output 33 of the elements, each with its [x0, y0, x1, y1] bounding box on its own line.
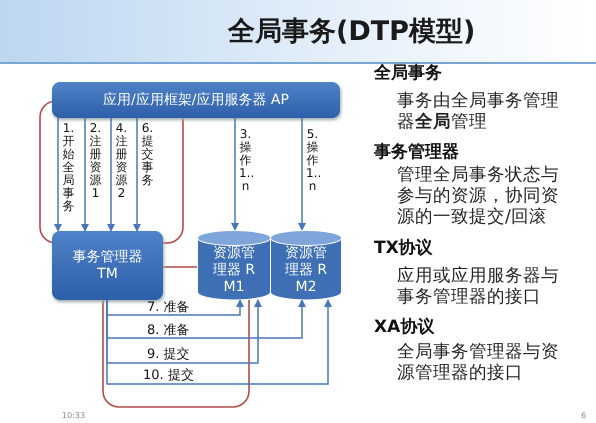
- edge-label: 5. 操作1..n: [306, 128, 319, 193]
- edge-label: 10. 提交: [143, 368, 194, 383]
- arrow: [54, 118, 62, 232]
- footer-text: 6: [581, 411, 586, 421]
- description-text: 事务由全局事务管理器全局管理: [397, 91, 560, 133]
- arrow: [81, 118, 89, 232]
- arrow: [106, 299, 306, 339]
- edge-label: 2. 注册资源1: [89, 122, 102, 200]
- footer-text: 10:33: [62, 411, 86, 421]
- arrow: [106, 299, 262, 364]
- edge-label: 9. 提交: [147, 347, 190, 362]
- description-text: 管理全局事务状态与参与的资源，协同资源的一致提交/回滚: [397, 165, 560, 228]
- section-heading: TX协议: [374, 238, 433, 258]
- edge-label: 3. 操作1..n: [239, 128, 252, 193]
- edge-label: 1. 开始全局事务: [62, 122, 75, 213]
- edge-label: 7. 准备: [147, 300, 190, 315]
- section-heading: XA协议: [374, 317, 434, 337]
- arrow: [106, 299, 244, 316]
- title: 全局事务(DTP模型): [228, 15, 476, 49]
- manager-box: 事务管理器 TM: [52, 231, 163, 300]
- section-heading: 全局事务: [374, 63, 442, 83]
- application-box: 应用/应用框架/应用服务器 AP: [52, 82, 340, 118]
- arrow: [107, 118, 115, 232]
- arrow: [298, 118, 306, 231]
- description-text: 应用或应用服务器与事务管理器的接口: [397, 266, 560, 308]
- arrow: [133, 118, 141, 232]
- edge-label: 6. 提交事务: [141, 122, 154, 187]
- arrow: [231, 118, 239, 231]
- description-text: 全局事务管理器与资源管理器的接口: [397, 342, 560, 384]
- arrow: [106, 299, 332, 385]
- section-heading: 事务管理器: [374, 142, 459, 162]
- edge-label: 4. 注册资源2: [115, 122, 128, 200]
- edge-label: 8. 准备: [147, 323, 190, 338]
